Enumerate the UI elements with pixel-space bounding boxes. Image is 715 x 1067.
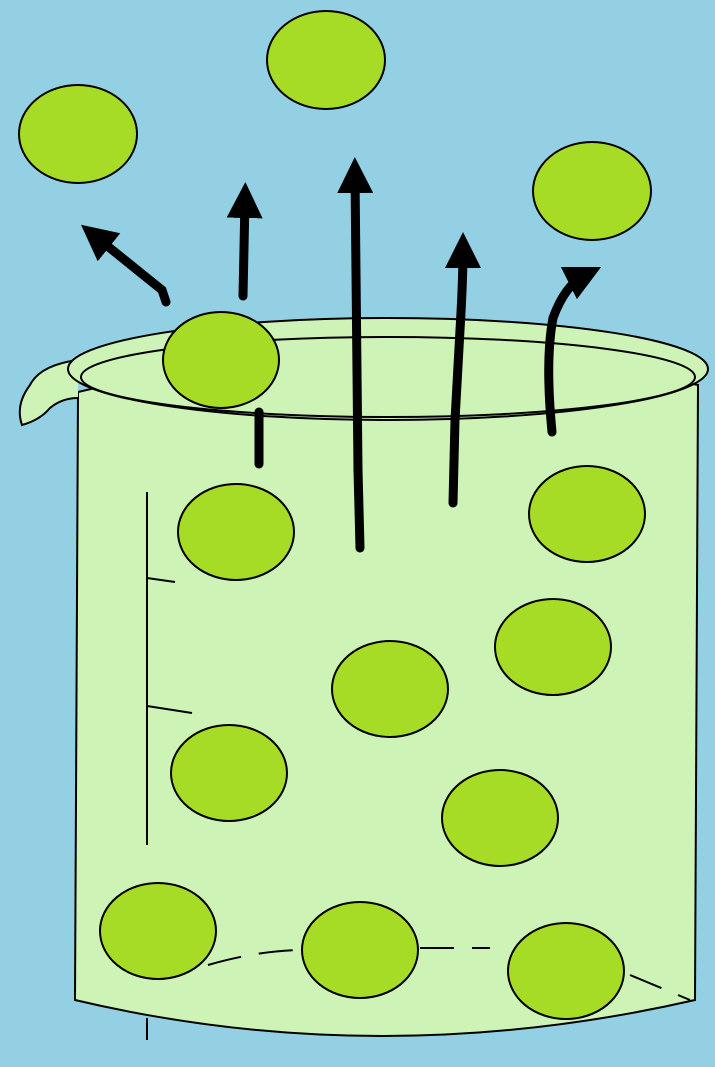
particle-at-rim bbox=[163, 312, 279, 408]
particle bbox=[178, 484, 294, 580]
particle bbox=[332, 641, 448, 737]
particle-escaped bbox=[267, 11, 385, 109]
particle-escaped bbox=[19, 85, 137, 183]
particles-outside bbox=[19, 11, 651, 240]
particle bbox=[100, 883, 216, 979]
arrow-up-left bbox=[95, 236, 166, 302]
particle bbox=[171, 725, 287, 821]
particle bbox=[529, 466, 645, 562]
arrow-up-long bbox=[355, 175, 360, 548]
particle bbox=[442, 770, 558, 866]
particle bbox=[495, 599, 611, 695]
particle bbox=[302, 902, 418, 998]
particle-escaped bbox=[533, 142, 651, 240]
arrow-up bbox=[243, 200, 245, 296]
particle bbox=[508, 923, 624, 1019]
